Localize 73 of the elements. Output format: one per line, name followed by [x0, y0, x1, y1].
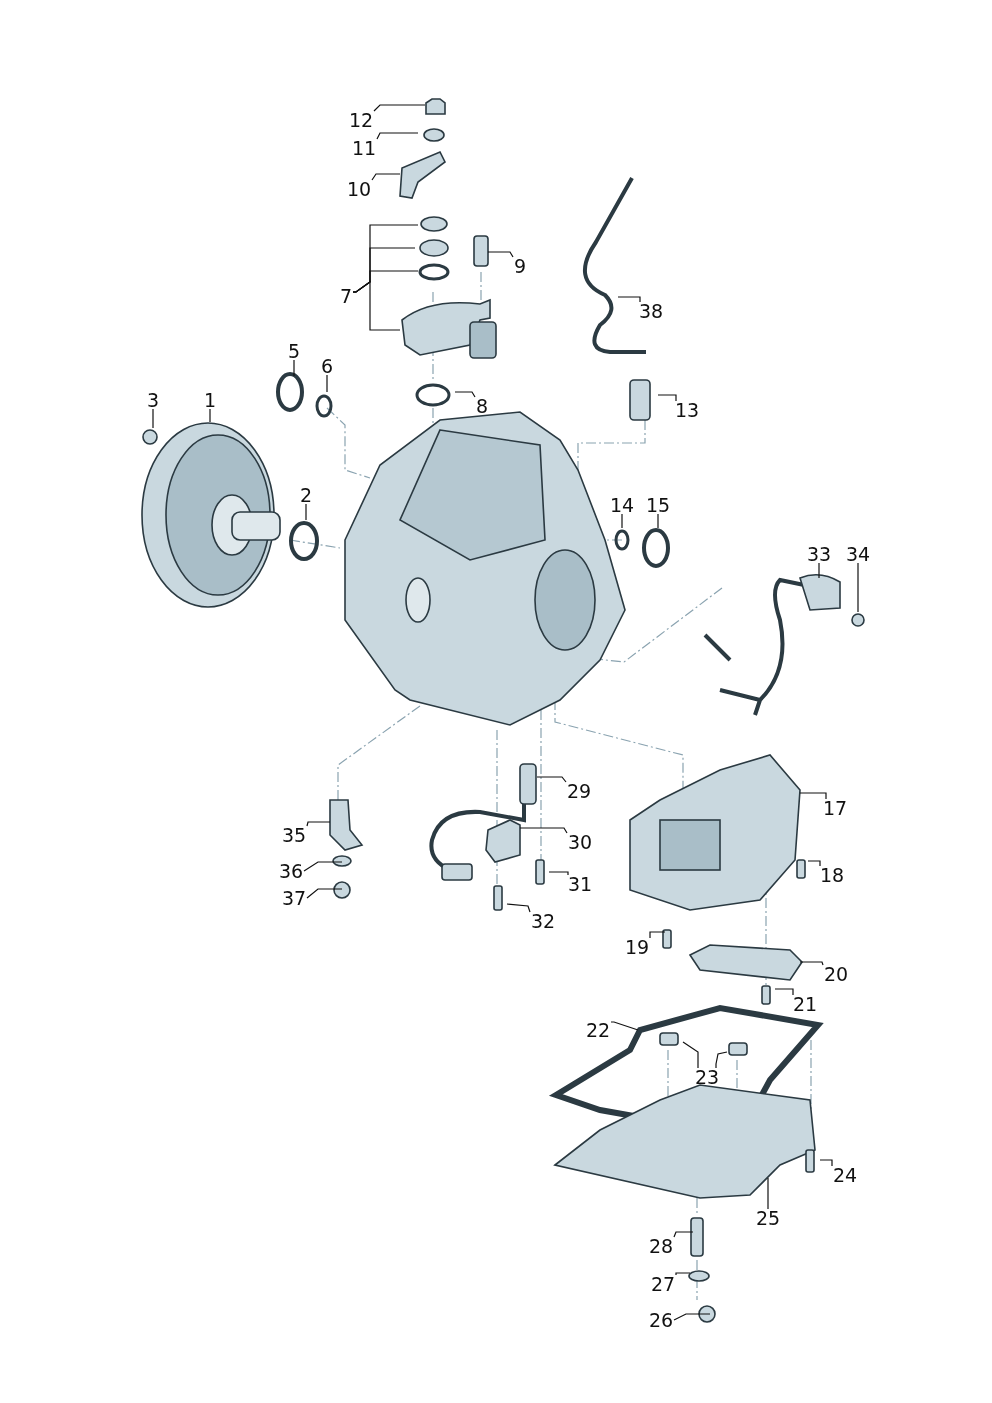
callout-number: 15: [645, 496, 672, 514]
callout-number: 38: [638, 302, 665, 320]
callout-number: 29: [566, 782, 593, 800]
callout-number: 6: [320, 357, 335, 375]
callout-number: 13: [674, 401, 701, 419]
leader-line: [799, 961, 824, 966]
leader-line: [617, 296, 641, 303]
callout-number: 3: [146, 391, 161, 409]
callout-number: 17: [822, 799, 849, 817]
callout-number: 30: [567, 833, 594, 851]
leader-line: [293, 359, 295, 377]
leader-line: [303, 861, 343, 872]
callout-number: 28: [648, 1237, 675, 1255]
leader-line: [352, 280, 401, 331]
leader-line: [715, 1051, 728, 1069]
leader-line: [657, 513, 659, 529]
leader-line: [548, 871, 569, 876]
callout-number: 21: [792, 995, 819, 1013]
callout-number: 27: [650, 1275, 677, 1293]
leader-line: [673, 1231, 694, 1238]
callout-number: 31: [567, 875, 594, 893]
leader-line: [807, 860, 821, 867]
callout-number: 11: [351, 139, 378, 157]
leader-line: [209, 408, 211, 423]
leader-line: [305, 503, 307, 521]
leader-line: [536, 776, 567, 783]
callout-number: 9: [513, 257, 528, 275]
callout-number: 24: [832, 1166, 859, 1184]
leader-line: [454, 391, 476, 398]
leader-line: [152, 408, 154, 429]
leader-line: [487, 251, 514, 258]
leader-line: [326, 374, 328, 393]
leader-line: [506, 903, 531, 913]
leader-line: [675, 1272, 691, 1276]
leader-line: [857, 562, 859, 613]
leader-line: [819, 1159, 833, 1167]
leader-line: [657, 394, 677, 402]
leader-line: [673, 1313, 711, 1321]
callout-number: 33: [806, 545, 833, 563]
leader-line: [610, 1021, 639, 1031]
leader-line: [373, 104, 426, 112]
leader-line: [371, 173, 401, 181]
leader-line: [767, 1177, 769, 1210]
callout-number: 32: [530, 912, 557, 930]
callout-number: 2: [299, 486, 314, 504]
leader-line: [306, 888, 343, 899]
callout-number: 23: [694, 1068, 721, 1086]
callout-number: 8: [475, 397, 490, 415]
leader-line: [519, 827, 568, 834]
leader-line: [774, 988, 794, 996]
leader-line: [649, 931, 666, 939]
callout-number: 14: [609, 496, 636, 514]
callout-number: 5: [287, 342, 302, 360]
leader-line: [376, 132, 419, 140]
callout-number: 36: [278, 862, 305, 880]
leader-line: [799, 792, 827, 800]
callout-number: 35: [281, 826, 308, 844]
callout-number: 7: [339, 287, 354, 305]
leader-line: [621, 513, 623, 529]
callout-number: 19: [624, 938, 651, 956]
callout-number: 26: [648, 1311, 675, 1329]
leader-line: [682, 1041, 699, 1069]
callout-number: 12: [348, 111, 375, 129]
callout-number: 25: [755, 1209, 782, 1227]
leader-line: [306, 821, 331, 827]
callout-number: 1: [203, 391, 218, 409]
callout-number: 22: [585, 1021, 612, 1039]
callout-number: 34: [845, 545, 872, 563]
leader-line: [818, 562, 820, 579]
callout-number: 37: [281, 889, 308, 907]
callout-number: 18: [819, 866, 846, 884]
callout-number: 20: [823, 965, 850, 983]
callout-number: 10: [346, 180, 373, 198]
